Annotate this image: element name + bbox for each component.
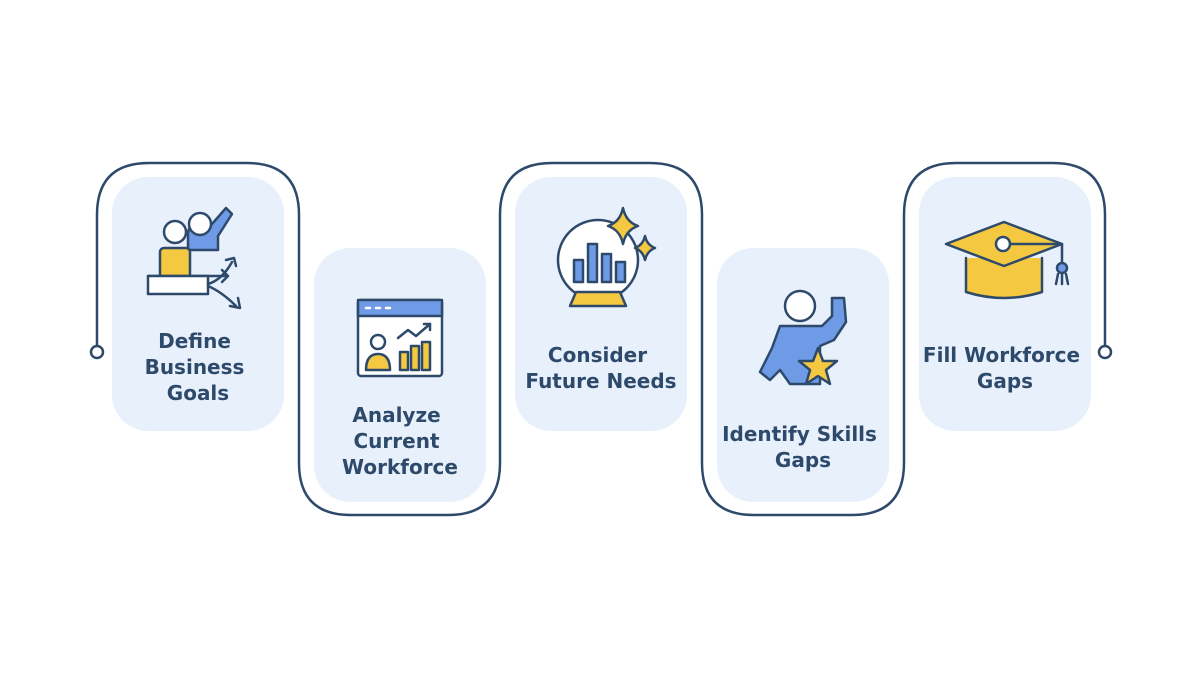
crystal-ball-chart-icon	[556, 206, 657, 308]
step-label-5: Fill Workforce Gaps	[923, 343, 1087, 393]
connector-path	[95, 161, 1107, 517]
connector-start-node	[89, 344, 105, 360]
graduation-cap-icon	[944, 220, 1070, 300]
team-goals-arrows-icon	[146, 206, 242, 310]
step-label-2: Analyze Current Workforce	[342, 403, 458, 479]
step-label-3: Consider Future Needs	[525, 343, 676, 393]
person-star-icon	[758, 289, 848, 386]
dashboard-analytics-icon	[356, 298, 444, 378]
step-card-1	[112, 177, 284, 431]
connector-end-node	[1097, 344, 1113, 360]
step-label-4: Identify Skills Gaps	[722, 422, 884, 472]
step-label-1: Define Business Goals	[145, 329, 252, 405]
